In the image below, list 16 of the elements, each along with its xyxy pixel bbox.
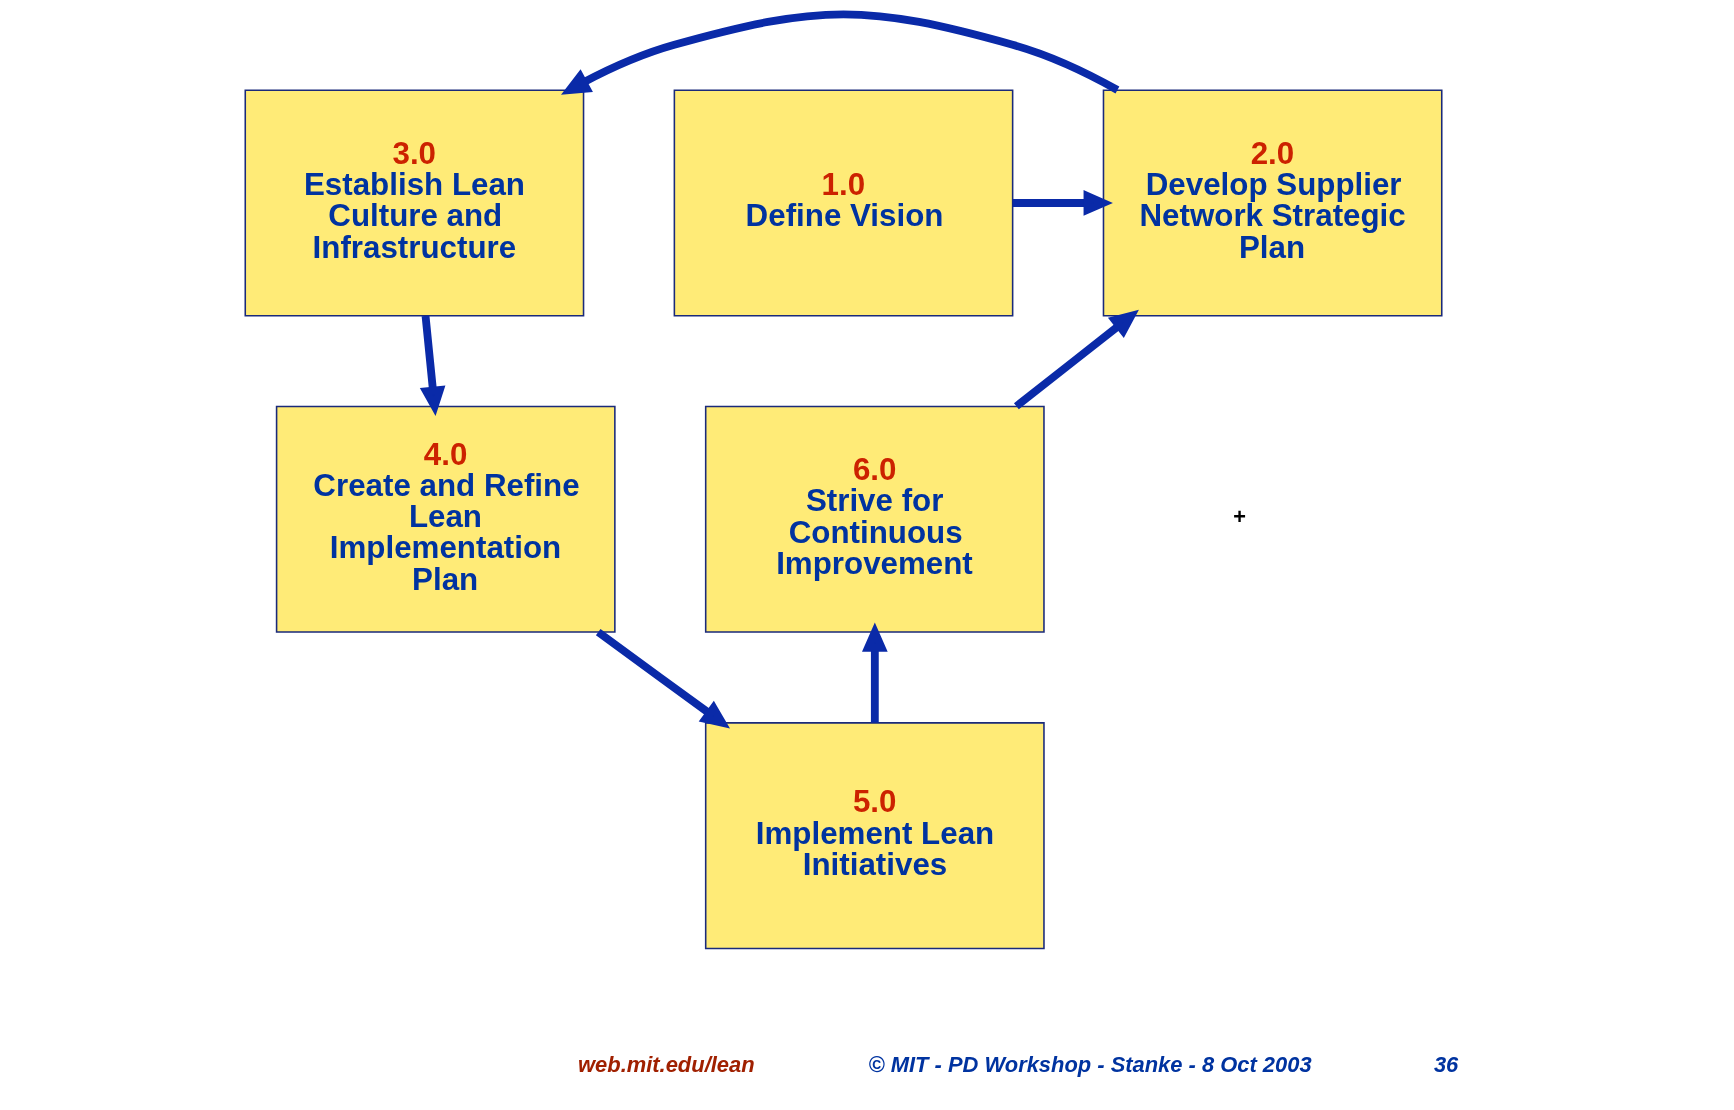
node-box: 3.0 Establish Lean Culture and Infrastructure: [244, 89, 585, 317]
label: 36: [1433, 1051, 1459, 1077]
node-box: 2.0 Develop Supplier Network Strategic Plan: [1102, 89, 1443, 317]
arrow: [419, 315, 446, 416]
node-box: 6.0 Strive for Continuous Improvement: [704, 405, 1045, 633]
node-box: 5.0 Implement Lean Initiatives: [704, 722, 1045, 950]
node-box: 1.0 Define Vision: [673, 89, 1014, 317]
label: web.mit.edu/lean: [578, 1051, 755, 1077]
arrow: [862, 622, 888, 723]
arrow: [561, 10, 1120, 95]
label: © MIT - PD Workshop - Stanke - 8 Oct 2003: [868, 1051, 1312, 1077]
label: +: [1232, 503, 1246, 529]
arrow: [595, 629, 730, 729]
arrow: [1013, 309, 1139, 410]
node-box: 4.0 Create and Refine Lean Implementation Plan: [275, 405, 616, 633]
arrow: [1012, 190, 1113, 216]
